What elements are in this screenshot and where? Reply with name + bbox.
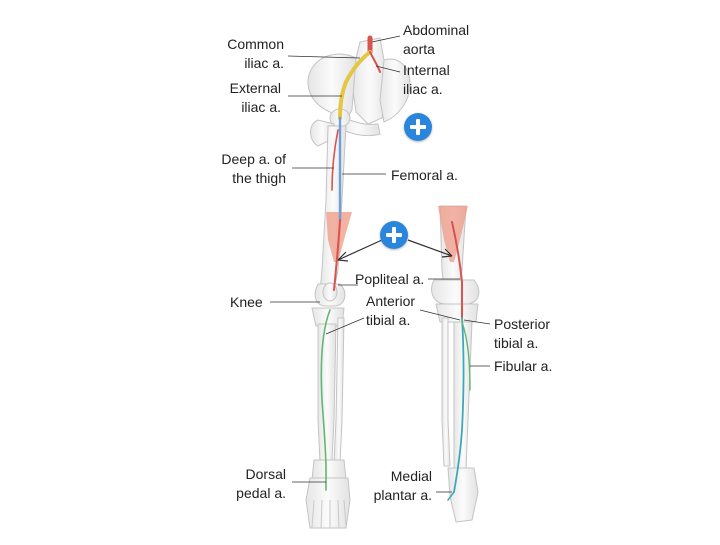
leader-anterior-tibial-1 [325,317,365,335]
fibular-vessel [461,321,471,391]
leader-posterior-tibial [463,319,491,325]
label-external-iliac: External iliac a. [229,80,281,115]
common-iliac-vessel [344,50,372,84]
label-common-iliac: Common iliac a. [227,36,284,71]
leader-abdominal-aorta [371,35,401,43]
external-iliac-vessel [338,80,348,120]
label-abdominal-aorta: Abdominal aorta [403,22,470,57]
adductor-muscle-posterior [438,206,468,262]
arrow-left-line [337,239,383,261]
deep-thigh-vessel [331,129,339,191]
expand-leg-views-button[interactable] [380,221,408,249]
label-anterior-tibial: Anterior tibial a. [366,293,416,328]
fibula-bone-posterior [441,317,451,467]
medial-plantar-vessel [447,491,455,501]
label-deep-thigh: Deep a. of the thigh [221,151,286,186]
tibia-bone [317,323,337,463]
arrow-right-line [407,239,453,257]
internal-iliac-vessel [369,51,381,73]
leader-anterior-tibial-2 [419,309,461,321]
leader-common-iliac [287,55,361,59]
plus-icon [410,119,426,135]
arteries-anterior [320,35,381,491]
leader-internal-iliac [375,65,401,73]
ilium-bone-right [379,58,411,123]
label-posterior-tibial: Posterior tibial a. [494,316,551,351]
arrow-right-head [441,248,453,258]
femur-bone [319,125,347,293]
anterior-leg-view [305,37,411,529]
posterior-tibial-vessel [453,317,465,493]
arrow-left-head [337,251,349,262]
label-femoral: Femoral a. [391,167,458,183]
expand-pelvis-button[interactable] [404,113,432,141]
toe-bones [311,499,347,529]
ilium-bone-left [307,53,357,125]
label-fibular: Fibular a. [494,358,553,374]
popliteal-vessel [333,219,341,291]
femoral-condyles-posterior [431,279,480,305]
label-popliteal: Popliteal a. [355,271,425,287]
label-medial-plantar: Medial plantar a. [373,468,432,503]
anterior-tibial-vessel [320,309,331,471]
arteries-posterior [447,221,471,501]
plus-icon [386,227,402,243]
label-dorsal-pedal: Dorsal pedal a. [236,466,286,501]
leader-lines [270,35,491,493]
label-knee: Knee [230,294,263,310]
popliteal-vessel-posterior [451,221,463,283]
label-internal-iliac: Internal iliac a. [403,62,450,97]
